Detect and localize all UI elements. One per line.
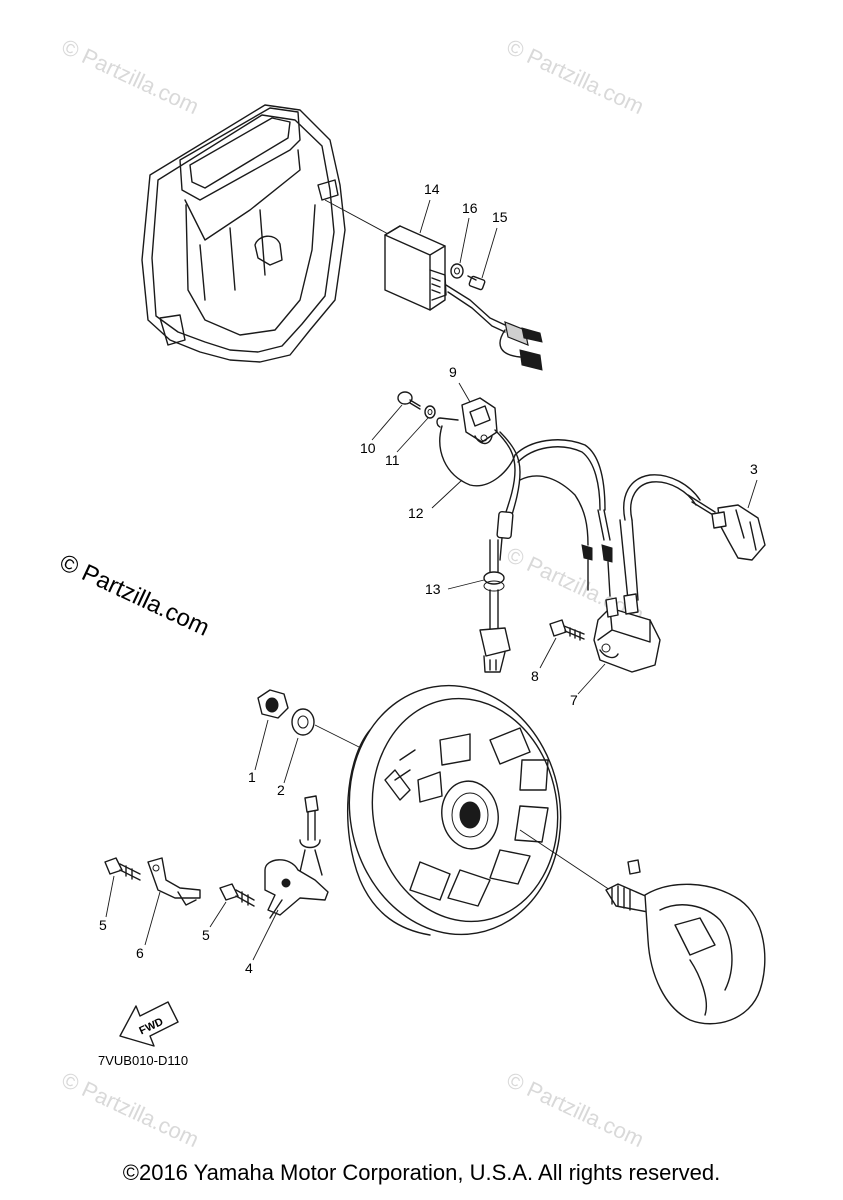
callout-11: 11 bbox=[385, 452, 400, 468]
callout-1: 1 bbox=[248, 769, 256, 785]
leader-13 bbox=[447, 579, 485, 590]
callout-13: 13 bbox=[425, 581, 441, 597]
callout-5-left: 5 bbox=[99, 917, 107, 933]
bolt-8 bbox=[549, 619, 585, 641]
washer-16 bbox=[450, 263, 464, 279]
watermark-top-left: © Partzilla.com bbox=[58, 34, 203, 119]
plug-cap-3 bbox=[623, 474, 766, 561]
bolt-5-right bbox=[219, 883, 255, 907]
washer-2 bbox=[291, 708, 315, 736]
watermark-top-right: © Partzilla.com bbox=[503, 34, 648, 119]
callout-12: 12 bbox=[408, 505, 424, 521]
leader-12 bbox=[431, 479, 463, 509]
watermark-bottom-right: © Partzilla.com bbox=[503, 1067, 648, 1152]
bracket-6 bbox=[147, 857, 201, 906]
callout-5-right: 5 bbox=[202, 927, 210, 943]
leader-1 bbox=[254, 719, 269, 771]
bolt-10 bbox=[397, 391, 421, 410]
callout-16: 16 bbox=[462, 200, 478, 216]
callout-8: 8 bbox=[531, 668, 539, 684]
callout-7: 7 bbox=[570, 692, 578, 708]
leader-housing-to-cdi bbox=[324, 199, 391, 236]
leader-4 bbox=[252, 909, 279, 961]
cdi-unit bbox=[384, 225, 543, 371]
leader-8 bbox=[539, 637, 557, 669]
leader-15 bbox=[481, 227, 498, 279]
watermark-bottom-left: © Partzilla.com bbox=[58, 1067, 203, 1152]
leader-10 bbox=[371, 404, 403, 441]
bolt-5-left bbox=[104, 857, 141, 881]
grommet-13 bbox=[479, 539, 511, 673]
flywheel-rotor bbox=[347, 684, 562, 936]
leader-7 bbox=[577, 663, 606, 695]
callout-6: 6 bbox=[136, 945, 144, 961]
leader-washer-flywheel bbox=[314, 724, 366, 751]
bolt-15 bbox=[467, 275, 486, 291]
copyright-notice: ©2016 Yamaha Motor Corporation, U.S.A. A… bbox=[122, 1160, 721, 1185]
callout-3: 3 bbox=[750, 461, 758, 477]
leader-11 bbox=[396, 417, 429, 453]
crankshaft bbox=[605, 859, 766, 1025]
partzilla-watermark: © Partzilla.com bbox=[55, 549, 213, 642]
wire-harness-12 bbox=[439, 425, 613, 597]
callout-4: 4 bbox=[245, 960, 253, 976]
leader-3 bbox=[747, 479, 758, 509]
nut-1 bbox=[257, 689, 289, 719]
callout-10: 10 bbox=[360, 440, 376, 456]
leader-5-left bbox=[105, 875, 115, 918]
leader-6 bbox=[144, 891, 161, 946]
callout-2: 2 bbox=[277, 782, 285, 798]
leader-16 bbox=[459, 217, 470, 264]
cdi-cover-housing bbox=[141, 104, 346, 363]
leader-2 bbox=[283, 737, 299, 784]
diagram-code: 7VUB010-D110 bbox=[98, 1053, 188, 1068]
washer-11 bbox=[424, 405, 436, 419]
ignition-coil-7 bbox=[593, 519, 661, 673]
leader-14 bbox=[419, 199, 431, 234]
callout-9: 9 bbox=[449, 364, 457, 380]
leader-flywheel-crank bbox=[519, 829, 611, 891]
leader-9 bbox=[458, 382, 471, 403]
callout-14: 14 bbox=[424, 181, 440, 197]
sensor-bracket-4 bbox=[264, 795, 329, 919]
pickup-coil-9 bbox=[436, 397, 498, 445]
leader-5-right bbox=[209, 901, 227, 928]
fwd-arrow: FWD bbox=[119, 1001, 179, 1047]
callout-15: 15 bbox=[492, 209, 508, 225]
